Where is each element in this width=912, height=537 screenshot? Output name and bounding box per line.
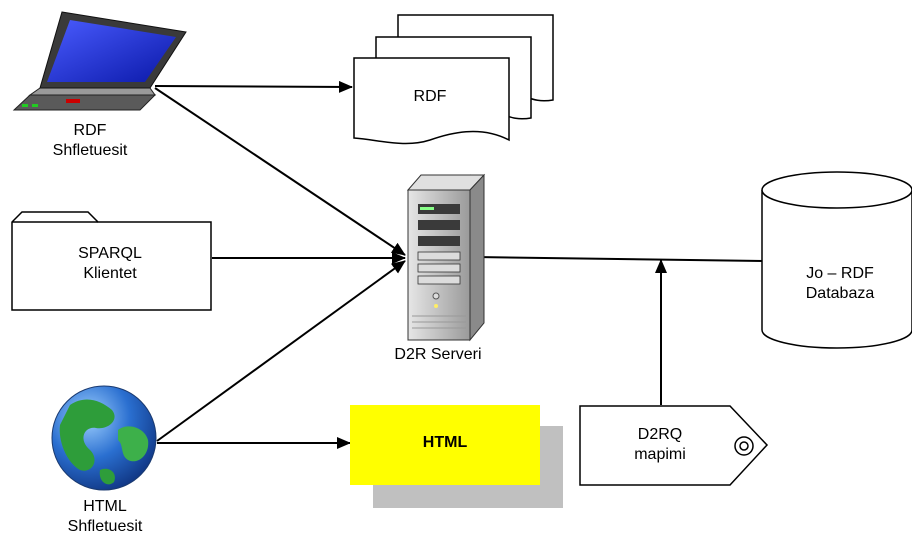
laptop-icon xyxy=(12,11,187,111)
sparql-client-label-line2: Klientet xyxy=(83,265,137,282)
html-browser-label-line2: Shfletuesit xyxy=(67,518,143,535)
d2rq-mapping-label-line1: D2RQ xyxy=(637,426,683,443)
rdf-browser-label-line1: RDF xyxy=(73,122,107,139)
sparql-client-label: SPARQL Klientet xyxy=(55,244,165,284)
database-label-line1: Jo – RDF xyxy=(806,265,874,282)
rdf-documents-label: RDF xyxy=(413,88,447,105)
document-stack-icon xyxy=(353,14,554,145)
tag-icon xyxy=(579,405,769,486)
html-output-box xyxy=(350,405,563,508)
connector-server-to-database xyxy=(474,256,764,262)
database-label: Jo – RDF Databaza xyxy=(785,264,895,304)
connectors xyxy=(154,80,764,449)
globe-icon xyxy=(51,385,157,491)
database-label-line2: Databaza xyxy=(805,285,875,302)
server-tower-icon xyxy=(406,173,486,342)
html-output-panel xyxy=(350,405,540,485)
rdf-browser-label: RDF Shfletuesit xyxy=(40,121,140,161)
connector-globe-to-server xyxy=(156,260,406,442)
d2rq-mapping-label-line2: mapimi xyxy=(634,446,686,463)
connector-laptop-to-server xyxy=(154,87,406,256)
html-browser-label-line1: HTML xyxy=(83,498,127,515)
d2rq-mapping-label: D2RQ mapimi xyxy=(610,425,710,465)
database-cylinder-icon xyxy=(761,171,912,349)
html-browser-label: HTML Shfletuesit xyxy=(50,497,160,537)
sparql-client-label-line1: SPARQL xyxy=(78,245,142,262)
connector-laptop-to-rdf xyxy=(154,80,353,93)
html-output-label: HTML xyxy=(422,434,468,451)
folder-icon xyxy=(11,211,212,311)
rdf-browser-label-line2: Shfletuesit xyxy=(52,142,128,159)
d2r-server-label: D2R Serveri xyxy=(394,346,482,363)
